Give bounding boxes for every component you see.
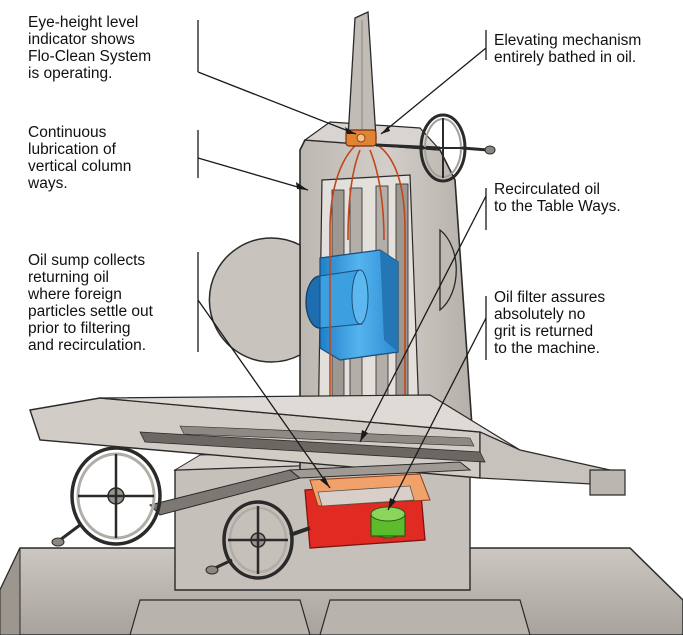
callout-line: Flo-Clean System <box>28 48 152 65</box>
crossfeed-handwheel <box>205 500 311 580</box>
callout-line: ways. <box>28 175 68 192</box>
oil-filter <box>370 506 406 539</box>
callout-line: absolutely no <box>494 306 586 323</box>
callout-line: to the machine. <box>494 340 600 357</box>
table-handwheel-large <box>51 446 162 547</box>
work-table <box>29 394 626 496</box>
callout-elevating-mechanism: Elevating mechanism entirely bathed in o… <box>494 32 641 66</box>
callout-line: where foreign <box>28 286 122 303</box>
callout-line: and recirculation. <box>28 337 147 354</box>
callout-oil-sump: Oil sump collects returning oil where fo… <box>28 252 153 354</box>
callout-oil-filter: Oil filter assures absolutely no grit is… <box>494 289 605 357</box>
callout-continuous-lubrication: Continuous lubrication of vertical colum… <box>28 124 131 192</box>
elevating-handwheel <box>375 113 496 183</box>
spindle-head <box>305 249 399 361</box>
callout-line: to the Table Ways. <box>494 198 621 215</box>
callout-line: entirely bathed in oil. <box>494 49 637 66</box>
callout-line: indicator shows <box>28 31 135 48</box>
leader-lines <box>197 20 487 511</box>
oil-sump <box>304 473 431 549</box>
callout-line: Eye-height level <box>28 14 139 31</box>
callout-line: is operating. <box>28 65 113 82</box>
callout-line: vertical column <box>28 158 132 175</box>
callout-line: Oil filter assures <box>494 289 606 306</box>
cross-ways <box>149 461 472 516</box>
callout-recirculated-oil: Recirculated oil to the Table Ways. <box>494 181 621 215</box>
callout-line: prior to filtering <box>28 320 131 337</box>
callout-line: Recirculated oil <box>494 181 600 198</box>
callout-line: grit is returned <box>494 323 594 340</box>
callout-line: Continuous <box>28 124 107 141</box>
callout-line: particles settle out <box>28 303 153 320</box>
callout-line: lubrication of <box>28 141 116 158</box>
callout-line: Oil sump collects <box>28 252 146 269</box>
machine-base <box>0 547 683 635</box>
callout-line: Elevating mechanism <box>494 32 642 49</box>
callout-eye-height-level: Eye-height level indicator shows Flo-Cle… <box>28 14 151 82</box>
callout-line: returning oil <box>28 269 109 286</box>
